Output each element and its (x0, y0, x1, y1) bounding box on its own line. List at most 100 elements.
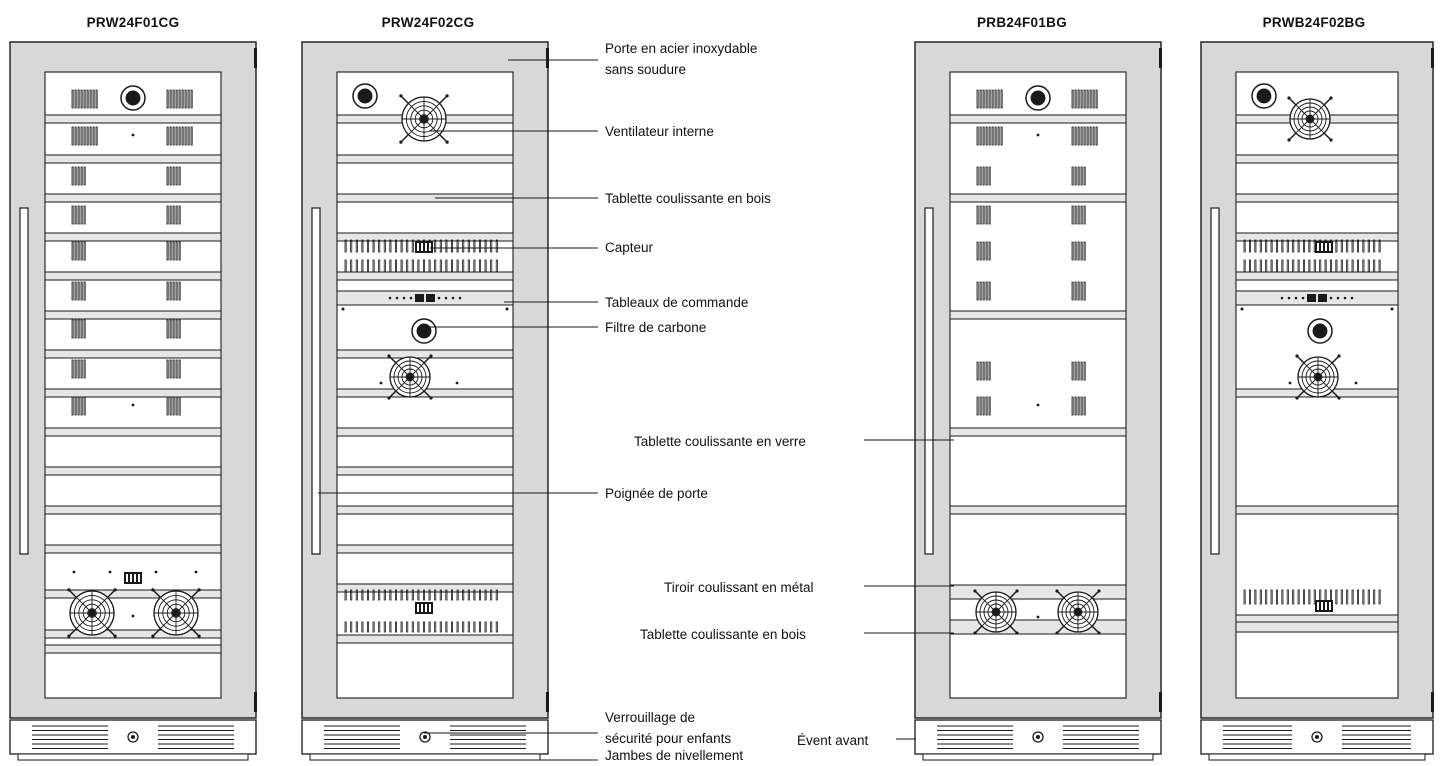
vent-slot (1297, 589, 1300, 605)
control-panel-strip (1235, 290, 1399, 306)
vent-slot (478, 621, 481, 633)
vent-slot (1335, 589, 1338, 605)
vent-grille-icon (976, 89, 1003, 109)
fan-mount (1009, 625, 1018, 634)
vent-grille-icon (976, 241, 991, 261)
vent-slot (372, 239, 375, 253)
vent-slot (389, 259, 392, 273)
vent-slot (1071, 89, 1074, 109)
vent-slot (187, 126, 190, 146)
hinge (254, 48, 257, 68)
fan-icon (67, 588, 117, 638)
vent-slot (467, 259, 470, 273)
vent-slot (979, 126, 982, 146)
vent-slot (982, 205, 985, 225)
sensor-slot (1325, 602, 1327, 610)
vent-slot (83, 396, 86, 416)
vent-slot (982, 126, 985, 146)
vent-slot (178, 205, 181, 225)
fan-mount (1323, 97, 1332, 106)
sensor-icon (1315, 241, 1333, 253)
sensor-slot (1329, 243, 1331, 251)
vent-slot (1367, 259, 1370, 273)
wood-shelf (1235, 621, 1399, 633)
vent-grille-icon (1071, 281, 1086, 301)
vent-slot (1083, 205, 1086, 225)
vent-grille-icon (166, 89, 193, 109)
vent-slot (490, 239, 493, 253)
vent-slot (181, 89, 184, 109)
vent-slot (1303, 239, 1306, 253)
vent-slot (175, 281, 178, 301)
vent-slot (994, 126, 997, 146)
wood-shelf (44, 388, 222, 398)
vent-slot (1077, 361, 1080, 381)
vent-slot (1071, 396, 1074, 416)
vent-slot (1080, 89, 1083, 109)
vent-slot (1362, 259, 1365, 273)
vent-slot (1243, 589, 1246, 605)
vent-slot (1080, 241, 1083, 261)
vent-grille-icon (71, 241, 86, 261)
vent-slot (172, 319, 175, 339)
control-button (1336, 296, 1340, 300)
vent-slot (166, 281, 169, 301)
wood-shelf (336, 544, 514, 554)
fan-mount (190, 627, 200, 637)
fan-screw (1097, 631, 1101, 635)
vent-slot (985, 396, 988, 416)
sensor-slot (425, 243, 427, 251)
vent-slot (361, 589, 364, 601)
vent-slot (1083, 361, 1086, 381)
vent-slot (166, 241, 169, 261)
callout-fan: Ventilateur interne (605, 124, 714, 139)
vent-slot (1346, 589, 1349, 605)
vent-grille-icon (166, 281, 181, 301)
vent-slot (982, 281, 985, 301)
fan-screw (1329, 138, 1333, 142)
vent-grille-icon (166, 319, 181, 339)
vent-slot (74, 241, 77, 261)
fan-screw (1337, 396, 1341, 400)
vent-slot (172, 241, 175, 261)
vent-slot (1080, 126, 1083, 146)
fan-mount (152, 627, 162, 637)
vent-slot (982, 361, 985, 381)
vent-slot (467, 621, 470, 633)
vent-slot (1092, 89, 1095, 109)
vent-slot (1071, 126, 1074, 146)
callout-door-line-1: Porte en acier inoxydable (605, 41, 758, 56)
vent-slot (495, 239, 498, 253)
mount-dot (455, 381, 459, 385)
vent-slot (1077, 396, 1080, 416)
fan-screw (387, 354, 391, 358)
vent-slot (394, 621, 397, 633)
callout-child-lock: Verrouillage de sécurité pour enfants (605, 707, 731, 749)
callout-handle: Poignée de porte (605, 486, 708, 501)
vent-slot (982, 396, 985, 416)
vent-slot (439, 259, 442, 273)
mount-dot (194, 570, 198, 574)
vent-slot (985, 166, 988, 186)
vent-slot (80, 359, 83, 379)
vent-slot (366, 589, 369, 601)
hinge (1431, 692, 1434, 712)
vent-slot (172, 396, 175, 416)
sensor-slot (429, 243, 431, 251)
vent-slot (979, 396, 982, 416)
vent-slot (979, 361, 982, 381)
vent-slot (74, 89, 77, 109)
glass-shelf (949, 310, 1127, 320)
sensor-icon (124, 572, 142, 584)
control-button (409, 296, 413, 300)
vent-slot (383, 621, 386, 633)
vent-slot (985, 205, 988, 225)
vent-slot (166, 205, 169, 225)
fan-mount (1056, 625, 1065, 634)
fan-hub (992, 608, 1000, 616)
vent-slot (411, 239, 414, 253)
fan-mount (438, 95, 448, 105)
vent-slot (361, 621, 364, 633)
vent-slot (172, 89, 175, 109)
vent-slot (71, 281, 74, 301)
